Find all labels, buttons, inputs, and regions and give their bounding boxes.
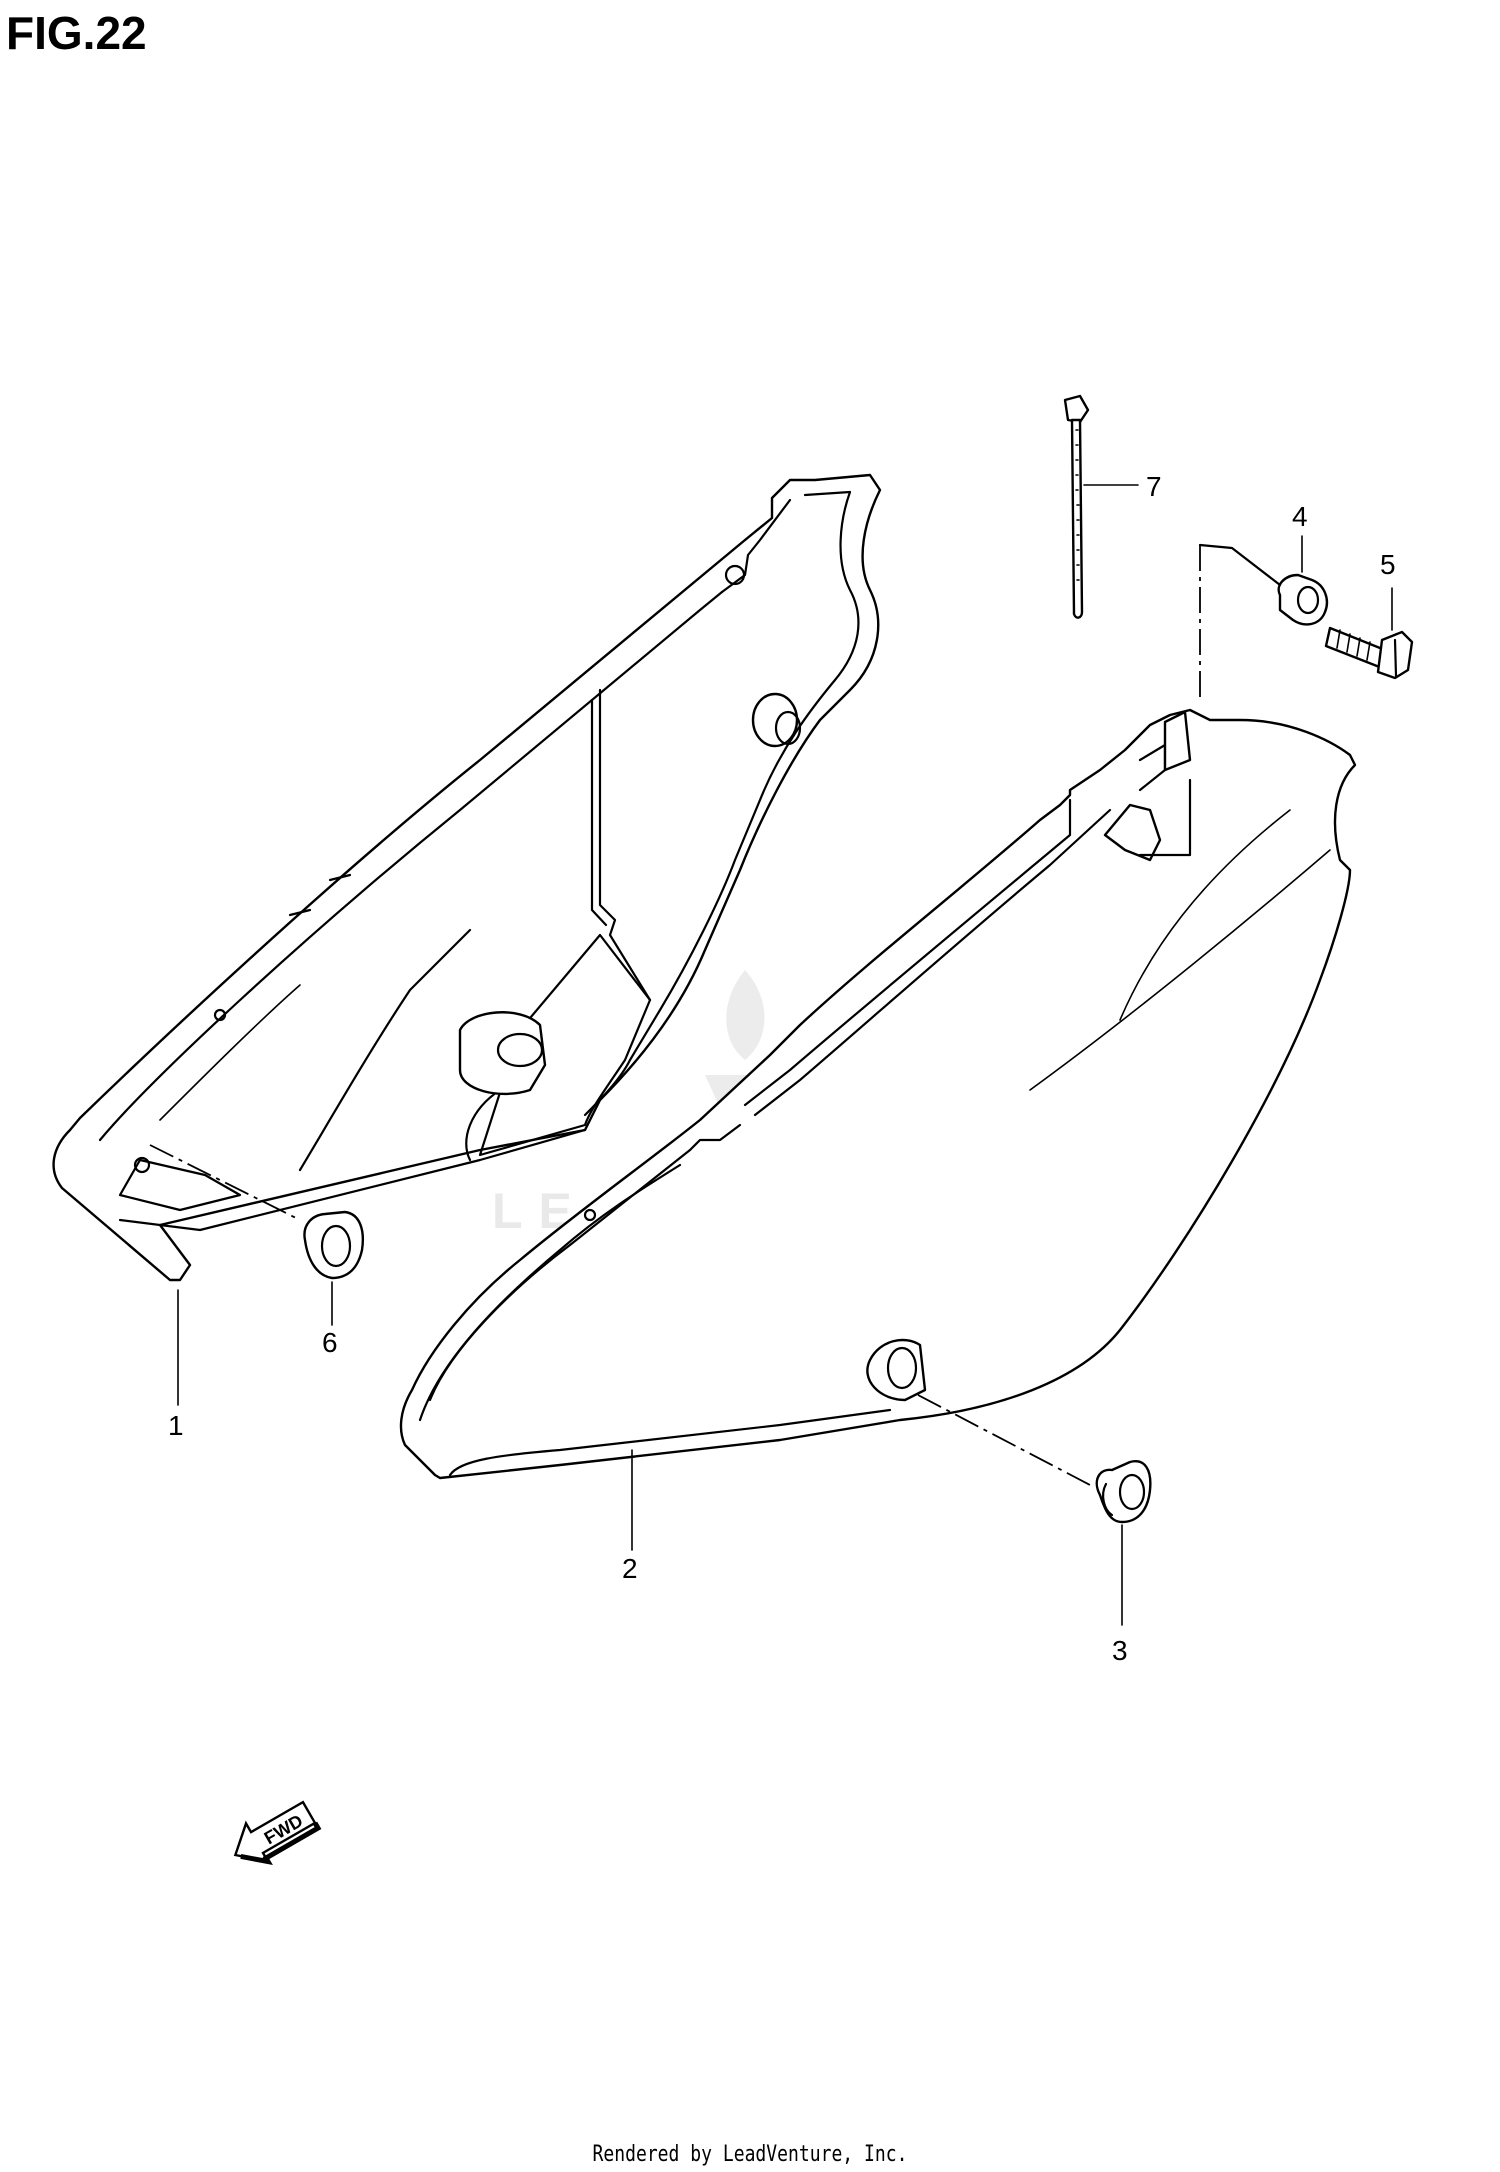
callout-labels: 1 2 3 4 5 6 7 xyxy=(168,471,1396,1666)
part-3-grommet[interactable] xyxy=(1095,1460,1152,1524)
assembly-lines xyxy=(149,543,1282,1486)
leader-lines xyxy=(177,484,1393,1626)
callout-7: 7 xyxy=(1146,471,1162,502)
part-4-cushion[interactable] xyxy=(1277,573,1329,626)
figure-title: FIG.22 xyxy=(6,7,147,59)
part-6-grommet[interactable] xyxy=(303,1210,364,1280)
part-1-grommet-boss-lower xyxy=(458,1011,547,1096)
part-5-bolt[interactable] xyxy=(1324,626,1414,680)
callout-1: 1 xyxy=(168,1410,184,1441)
fwd-arrow-icon: FWD xyxy=(233,1800,322,1866)
part-7-cable-tie[interactable] xyxy=(1063,394,1090,619)
footer-credit: Rendered by LeadVenture, Inc. xyxy=(592,2142,908,2167)
callout-4: 4 xyxy=(1292,501,1308,532)
part-2-grommet-hole xyxy=(866,1338,927,1402)
callout-5: 5 xyxy=(1380,549,1396,580)
callout-6: 6 xyxy=(322,1327,338,1358)
callout-3: 3 xyxy=(1112,1635,1128,1666)
part-1-left-frame-cover[interactable] xyxy=(52,473,882,1282)
part-1-grommet-boss-upper xyxy=(751,692,802,748)
callout-2: 2 xyxy=(622,1553,638,1584)
part-2-right-frame-cover[interactable] xyxy=(399,708,1357,1480)
